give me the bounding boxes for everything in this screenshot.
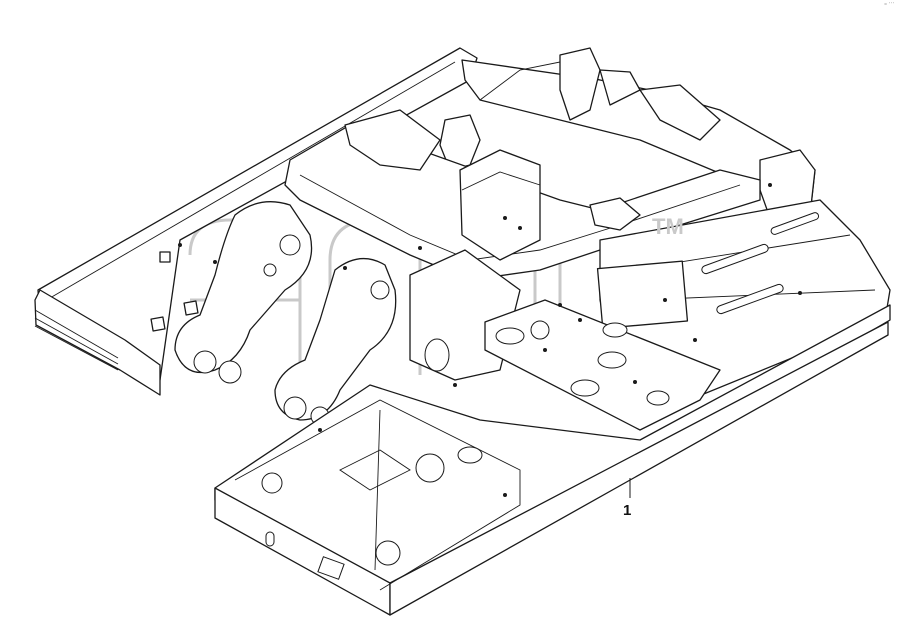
callout-label: 1 [623, 502, 632, 519]
bolt-markers [178, 183, 802, 497]
center-deck [484, 299, 721, 431]
corner-mark: ⁼ ˙˙˙ [884, 3, 895, 9]
front-frame [214, 304, 891, 616]
watermark-trademark: TM [652, 214, 684, 239]
